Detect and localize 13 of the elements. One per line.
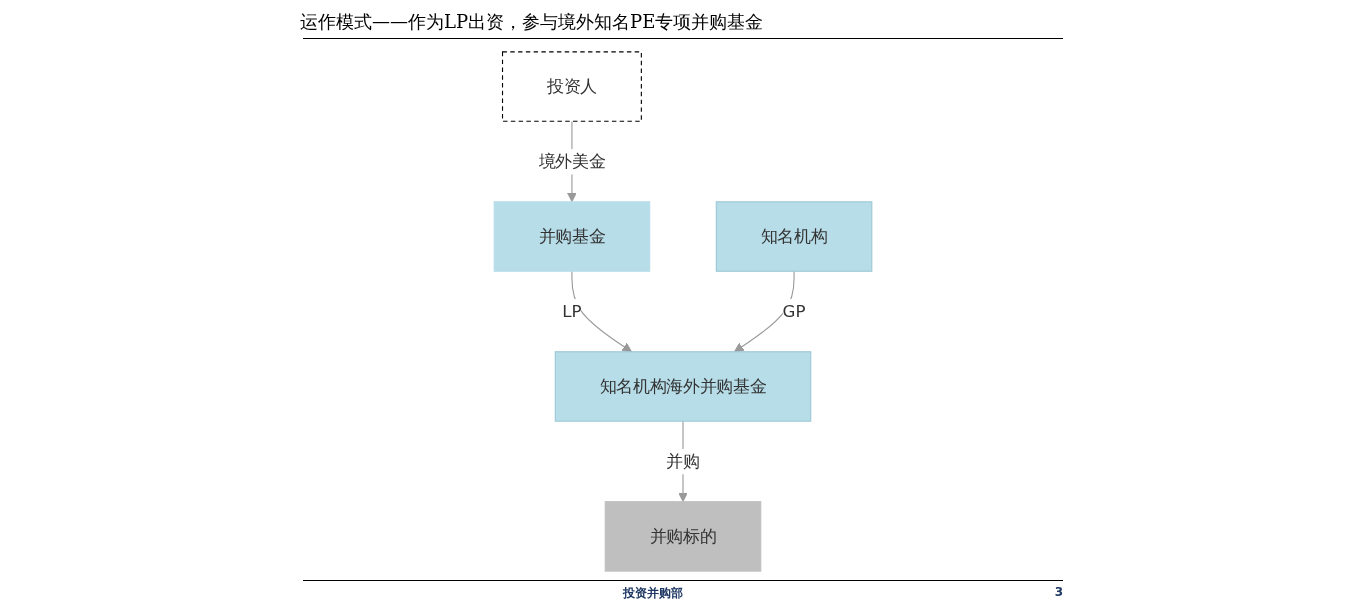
edge-label: 并购 [666,451,700,472]
node-box: 并购标的 [604,501,762,572]
node-box: 并购基金 [493,201,651,272]
page-number: 3 [1054,585,1063,601]
footer-text: 投资并购部 [623,585,683,602]
node-box: 投资人 [501,51,642,122]
edge-label: LP [562,301,582,322]
edge-label: GP [782,301,806,322]
node-box: 知名机构 [715,201,873,272]
edge-label: 境外美金 [538,151,606,172]
arrow [571,270,632,353]
node-box: 知名机构海外并购基金 [554,351,812,422]
slide-title: 运作模式——作为LP出资，参与境外知名PE专项并购基金 [300,10,764,34]
